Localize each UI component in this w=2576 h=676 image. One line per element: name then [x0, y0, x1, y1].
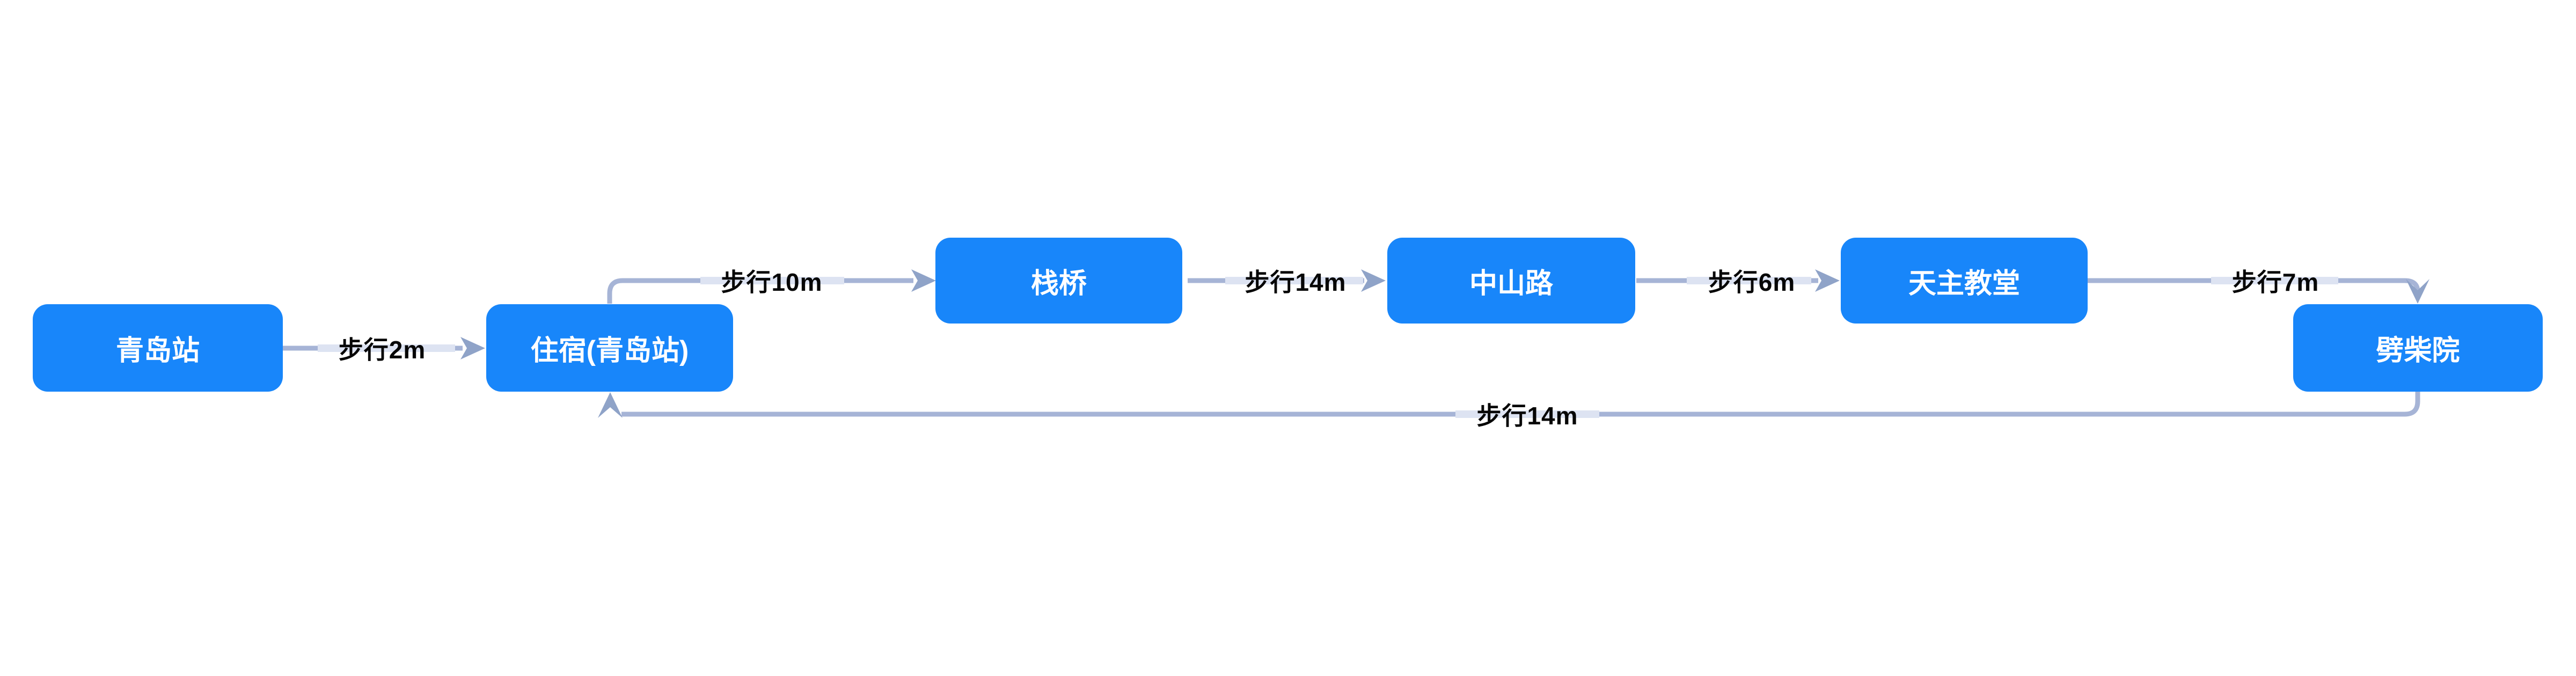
node-zhanqiao-label: 栈桥 [1030, 268, 1087, 299]
node-catholic-church-label: 天主教堂 [1908, 268, 2020, 299]
node-qingdao-station: 青岛站 [33, 304, 283, 392]
node-hotel-qingdao-station: 住宿(青岛站) [486, 304, 733, 392]
node-zhongshan-road: 中山路 [1387, 238, 1635, 324]
edge-pichaiyuan-hotel-line [621, 392, 2420, 417]
edge-hotel-zhanqiao-arrowhead-icon [911, 269, 936, 292]
node-pichaiyuan: 劈柴院 [2293, 304, 2543, 392]
edge-label-walk-10m: 步行10m [721, 268, 823, 296]
edge-qingdaostation-hotel-arrowhead-icon [460, 337, 485, 359]
edge-label-walk-6m: 步行6m [1708, 268, 1796, 296]
edge-label-walk-14m-bottom: 步行14m [1476, 402, 1578, 430]
edge-label-walk-7m: 步行7m [2231, 268, 2319, 296]
edge-church-pichaiyuan-arrowhead-icon [2406, 279, 2429, 304]
node-catholic-church: 天主教堂 [1841, 238, 2088, 324]
node-hotel-qingdao-station-label: 住宿(青岛站) [530, 335, 689, 366]
node-zhongshan-road-label: 中山路 [1469, 268, 1553, 299]
node-zhanqiao: 栈桥 [935, 238, 1182, 324]
edge-zhanqiao-zhongshanroad-arrowhead-icon [1361, 269, 1386, 292]
edge-label-walk-2m: 步行2m [338, 336, 426, 364]
node-pichaiyuan-label: 劈柴院 [2376, 335, 2460, 366]
node-qingdao-station-label: 青岛站 [115, 335, 200, 366]
edge-church-pichaiyuan-line [2088, 278, 2420, 292]
edge-pichaiyuan-hotel-arrowhead-icon [598, 392, 623, 418]
edge-hotel-zhanqiao-line [607, 278, 913, 304]
edge-zhongshanroad-church-arrowhead-icon [1815, 269, 1840, 292]
edge-label-walk-14m-top: 步行14m [1245, 268, 1346, 296]
